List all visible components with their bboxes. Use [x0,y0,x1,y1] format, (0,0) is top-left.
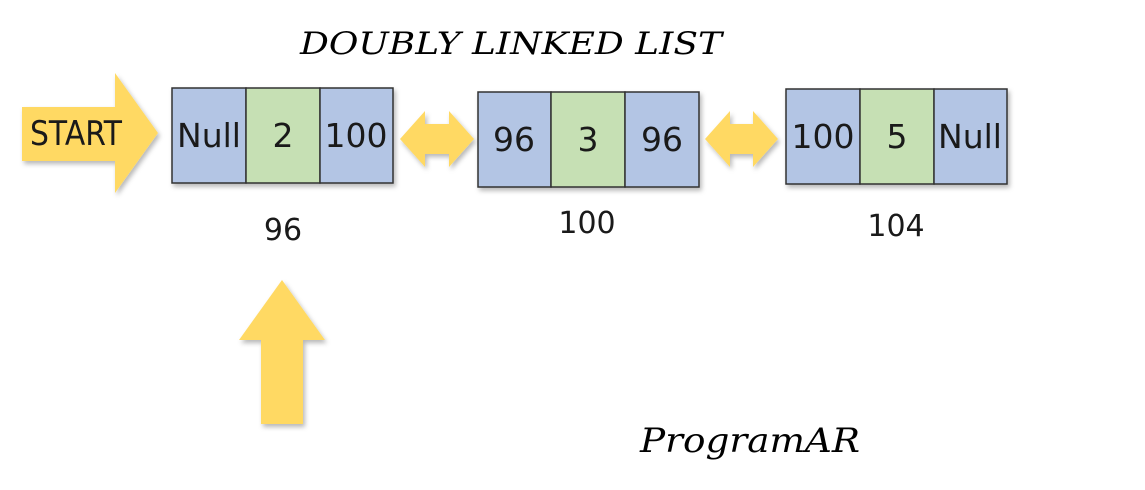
data-cell [245,87,321,184]
diagram-title: DOUBLY LINKED LIST [299,26,725,62]
list-node [171,87,394,184]
node-prev-value: 96 [493,120,535,159]
start-arrow: START [22,73,158,193]
node-address: 104 [867,209,924,244]
watermark-text: ProgramAR [639,421,860,461]
node-next-value: 96 [641,120,683,159]
node-next-value: Null [938,117,1002,156]
arrow-right-icon [22,73,158,193]
node-prev-value: Null [177,116,241,155]
list-node [477,91,700,188]
node-address: 100 [558,206,615,241]
node-data-value: 5 [887,117,908,156]
node-next-value: 100 [325,116,388,155]
node-address: 96 [264,213,302,248]
next-pointer-cell [624,91,700,188]
double-arrow-icon [705,111,778,167]
arrow-up-icon [239,280,325,424]
double-arrow-icon [400,111,474,167]
next-pointer-cell [933,88,1008,185]
next-pointer-cell [319,87,394,184]
list-node [785,88,1008,185]
node-data-value: 2 [273,116,294,155]
node-data-value: 3 [578,120,599,159]
start-label: START [30,114,122,154]
node-prev-value: 100 [792,117,855,156]
